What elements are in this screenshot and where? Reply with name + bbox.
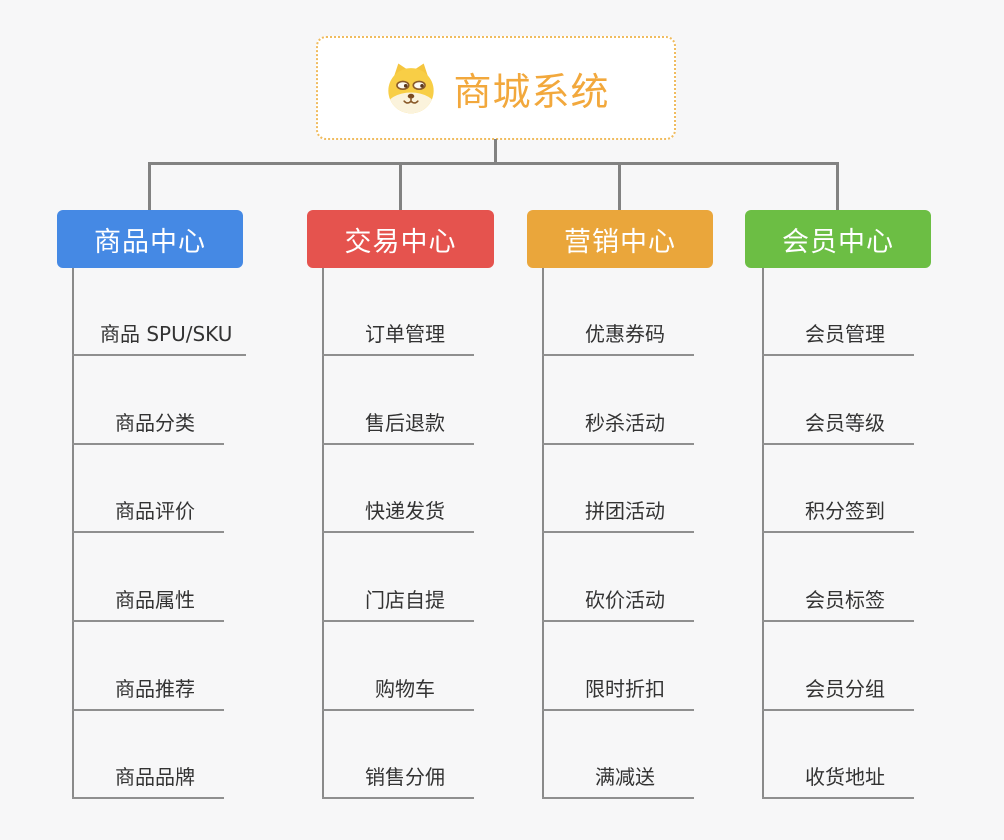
child-node[interactable]: 门店自提 (322, 588, 474, 622)
branch-node-products[interactable]: 商品中心 (57, 210, 243, 268)
branch-node-marketing[interactable]: 营销中心 (527, 210, 713, 268)
child-node[interactable]: 商品推荐 (72, 677, 224, 711)
child-node[interactable]: 售后退款 (322, 411, 474, 445)
branch-drop-line (618, 162, 621, 210)
child-node[interactable]: 商品属性 (72, 588, 224, 622)
child-node[interactable]: 会员分组 (762, 677, 914, 711)
child-node[interactable]: 销售分佣 (322, 765, 474, 799)
root-title: 商城系统 (453, 69, 610, 114)
child-node[interactable]: 会员管理 (762, 322, 914, 356)
child-node[interactable]: 会员标签 (762, 588, 914, 622)
child-node[interactable]: 秒杀活动 (542, 411, 694, 445)
child-node[interactable]: 砍价活动 (542, 588, 694, 622)
child-node[interactable]: 积分签到 (762, 499, 914, 533)
branch-node-members[interactable]: 会员中心 (745, 210, 931, 268)
column-trunk-line (762, 268, 764, 799)
root-stub-line (494, 139, 497, 163)
child-node[interactable]: 限时折扣 (542, 677, 694, 711)
branch-drop-line (836, 162, 839, 210)
column-trunk-line (322, 268, 324, 799)
child-node[interactable]: 商品品牌 (72, 765, 224, 799)
root-node[interactable]: 商城系统 (316, 36, 676, 140)
child-node[interactable]: 订单管理 (322, 322, 474, 356)
child-node[interactable]: 会员等级 (762, 411, 914, 445)
child-node[interactable]: 优惠券码 (542, 322, 694, 356)
child-node[interactable]: 商品 SPU/SKU (72, 322, 247, 356)
branch-drop-line (399, 162, 402, 210)
dog-face-icon (388, 63, 435, 114)
child-node[interactable]: 购物车 (322, 677, 474, 711)
child-node[interactable]: 商品评价 (72, 499, 224, 533)
branch-drop-line (148, 162, 151, 210)
child-node[interactable]: 收货地址 (762, 765, 914, 799)
column-trunk-line (542, 268, 544, 799)
column-trunk-line (72, 268, 74, 799)
child-node[interactable]: 快递发货 (322, 499, 474, 533)
branch-horizontal-line (148, 162, 839, 165)
child-node[interactable]: 商品分类 (72, 411, 224, 445)
branch-node-trade[interactable]: 交易中心 (307, 210, 494, 268)
child-node[interactable]: 拼团活动 (542, 499, 694, 533)
child-node[interactable]: 满减送 (542, 765, 694, 799)
